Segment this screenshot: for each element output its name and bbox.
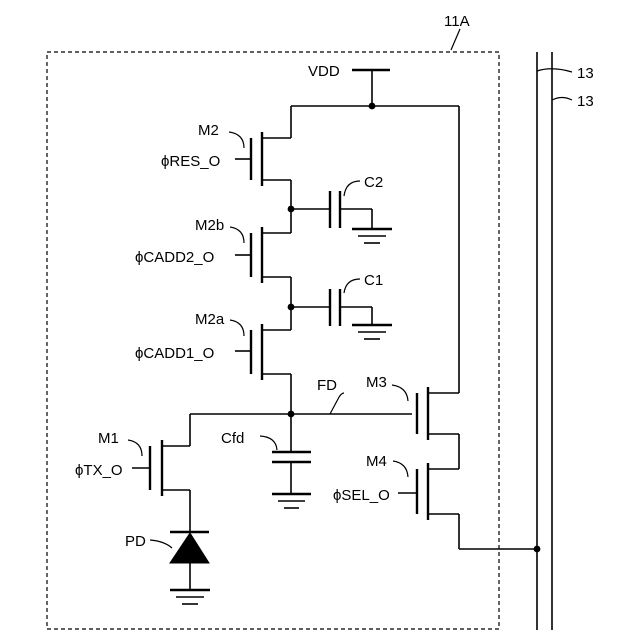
m2-gate-signal: ϕRES_O (161, 153, 220, 170)
transistor-m4 (393, 461, 540, 552)
m1-name: M1 (98, 430, 119, 447)
pd-label: PD (125, 533, 146, 550)
signal-line-label-bottom: 13 (577, 93, 594, 110)
c1-label: C1 (364, 272, 383, 289)
m2-name: M2 (198, 122, 219, 139)
m2b-gate-signal: ϕCADD2_O (135, 249, 214, 266)
m2a-gate-signal: ϕCADD1_O (135, 345, 214, 362)
transistor-m2a (230, 307, 291, 414)
signal-lines (537, 52, 552, 630)
block-leader (451, 29, 460, 50)
c2-label: C2 (364, 174, 383, 191)
transistor-m2 (229, 106, 291, 209)
capacitor-cfd (260, 414, 311, 508)
m4-gate-signal: ϕSEL_O (333, 487, 390, 504)
m4-name: M4 (366, 453, 387, 470)
vdd-label: VDD (308, 63, 340, 80)
photodiode-pd (150, 532, 210, 604)
fd-label: FD (317, 377, 337, 394)
cfd-label: Cfd (221, 430, 244, 447)
signal-line-leader-top (537, 69, 572, 72)
m2b-name: M2b (195, 217, 224, 234)
fd-node (190, 393, 412, 417)
signal-line-label-top: 13 (577, 65, 594, 82)
m3-name: M3 (366, 374, 387, 391)
transistor-m2b (230, 209, 291, 307)
block-label: 11A (444, 13, 470, 30)
transistor-m1 (128, 414, 190, 532)
m2a-name: M2a (195, 311, 225, 328)
signal-line-leader-bottom (552, 98, 572, 101)
m1-gate-signal: ϕTX_O (75, 462, 123, 479)
